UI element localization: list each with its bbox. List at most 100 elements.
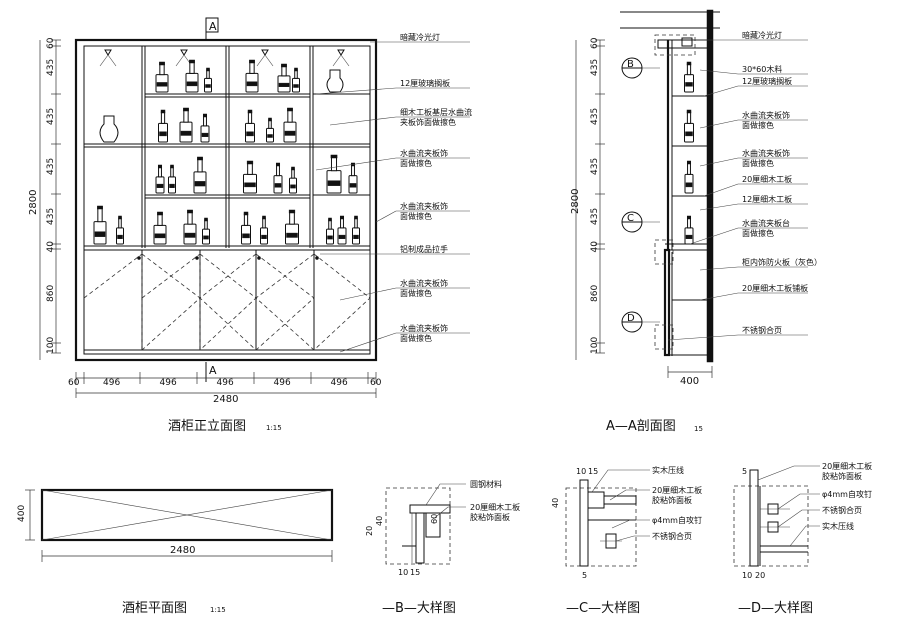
plan-view: 400 2480 酒柜平面图 1:15 [17,488,334,616]
elevation-dim-bottom-5: 496 [331,378,348,388]
elevation-scale: 1:15 [266,424,282,432]
detail-d-dim-10: 10 [742,571,752,580]
detail-b-dim-60: 60 [430,514,439,524]
door-swing-1 [83,253,143,350]
elevation-dim-5: 40 [46,241,56,253]
detail-d-dim-20: 20 [755,571,765,580]
detail-c-title: —C—大样图 [566,601,640,616]
detail-c-view: 10 15 40 5 实木压线 20厘细木工板胶粘饰面板 φ4mm自攻钉 不锈钢… [551,465,702,616]
section-label-5: 20厘细木工板 [742,174,792,184]
wall [706,9,714,363]
detail-markers: BCD [621,57,660,333]
section-dim-7: 100 [590,337,600,354]
elevation-label-4: 水曲流夹板饰面做擦色 [400,201,448,221]
elevation-dim-6: 860 [46,285,56,302]
detail-d-label-1: φ4mm自攻钉 [822,489,872,499]
elevation-label-7: 水曲流夹板饰面做擦色 [400,323,448,343]
detail-b-view: 20 40 60 10 15 圆钢材料 20厘细木工板胶粘饰面板 —B—大样图 [365,479,520,616]
elevation-dim-4: 435 [46,208,56,225]
section-label-7: 水曲流夹板台面做擦色 [742,218,790,238]
elevation-dim-1: 435 [46,59,56,76]
light-fixture [681,37,693,47]
section-dim-1: 435 [590,59,600,76]
detail-d-label-0: 20厘细木工板胶粘饰面板 [822,461,872,481]
plan-dim-depth: 400 [17,505,27,522]
detail-b-dim-10: 10 [398,568,408,577]
section-label-1: 30*60木料 [742,64,782,74]
detail-b-title: —B—大样图 [382,601,456,616]
detail-d-view: 5 10 20 20厘细木工板胶粘饰面板 φ4mm自攻钉 不锈钢合页 实木压线 … [733,461,872,616]
section-view: BCD 60 435 435 435 435 40 860 100 2800 400 暗藏冷光… [570,9,822,434]
section-dim-4: 435 [590,208,600,225]
section-dim-depth: 400 [680,376,699,387]
cabinet-outline [74,38,378,362]
detail-d-label-3: 实木压线 [822,521,854,531]
section-dim-total-height: 2800 [570,189,581,214]
downlight-icons [99,49,350,67]
elevation-dim-7: 100 [46,337,56,354]
detail-d-dim-5: 5 [742,467,747,476]
elevation-dim-3: 435 [46,158,56,175]
plan-title: 酒柜平面图 [122,601,187,616]
section-marker-bottom: A [209,364,217,377]
elevation-labels: 暗藏冷光灯 12厘玻璃搁板细木工板基层水曲流夹板饰面做擦色水曲流夹板饰面做擦色水曲… [315,32,472,353]
detail-b-label-1: 20厘细木工板胶粘饰面板 [470,502,520,522]
section-dim-2: 435 [590,108,600,125]
plan-dim-width: 2480 [170,545,195,556]
detail-b-label-0: 圆钢材料 [470,479,502,489]
elevation-dims-left: 60 435 435 435 435 40 860 100 [46,37,61,354]
section-scale: 15 [694,425,703,433]
detail-c-dim-40: 40 [551,498,560,508]
section-label-4: 水曲流夹板饰面做擦色 [742,148,790,168]
elevation-dim-bottom-2: 496 [160,378,177,388]
dim-total-height: 2800 [28,190,39,215]
elevation-dim-2: 435 [46,108,56,125]
plan-scale: 1:15 [210,606,226,614]
section-dim-5: 40 [590,241,600,253]
detail-b-dim-20: 20 [365,526,374,536]
detail-b-dim-15: 15 [410,568,420,577]
bottle-icons [93,59,360,245]
section-label-8: 柜内饰防火板（灰色） [742,257,822,267]
elevation-label-2: 细木工板基层水曲流夹板饰面做擦色 [400,107,472,127]
section-dims-left: 60 435 435 435 435 40 860 100 [590,37,605,354]
detail-d-title: —D—大样图 [738,601,813,616]
detail-c-dim-10: 10 [576,467,586,476]
cabinet-inner-frame [83,45,371,355]
detail-marker-B: B [627,59,634,70]
plan-outline [40,488,334,542]
elevation-dim-bottom-0: 60 [68,378,80,388]
section-dim-6: 860 [590,285,600,302]
detail-b-label-1-text: 20厘细木工板胶粘饰面板 [470,502,520,522]
elevation-label-0: 暗藏冷光灯 [400,32,440,42]
detail-c-dim-5: 5 [582,571,587,580]
elevation-label-5: 铝制成品拉手 [400,244,448,254]
detail-c-label-0: 实木压线 [652,465,684,475]
section-dim-0: 60 [590,37,600,49]
detail-b-dim-40: 40 [375,516,384,526]
elevation-dim-bottom-1: 496 [103,378,120,388]
section-marker-top: A [209,20,217,33]
section-label-2: 12厘玻璃搁板 [742,76,792,86]
section-label-3: 水曲流夹板饰面做擦色 [742,110,790,130]
elevation-label-1: 12厘玻璃搁板 [400,78,450,88]
detail-d-label-2: 不锈钢合页 [822,505,862,515]
section-bottle-icons [684,61,694,245]
elevation-label-6: 水曲流夹板饰面做擦色 [400,278,448,298]
section-label-10: 不锈钢合页 [742,325,782,335]
section-dim-3: 435 [590,158,600,175]
section-label-0: 暗藏冷光灯 [742,30,782,40]
detail-c-label-1-text: 20厘细木工板胶粘饰面板 [652,485,702,505]
elevation-label-3: 水曲流夹板饰面做擦色 [400,148,448,168]
elevation-view: A A [28,17,472,434]
handle [137,256,141,260]
section-label-9: 20厘细木工板铺板 [742,283,808,293]
dim-total-width: 2480 [213,394,238,405]
elevation-dim-bottom-3: 496 [217,378,234,388]
elevation-dim-0: 60 [46,37,56,49]
detail-d-label-0-text: 20厘细木工板胶粘饰面板 [822,461,872,481]
